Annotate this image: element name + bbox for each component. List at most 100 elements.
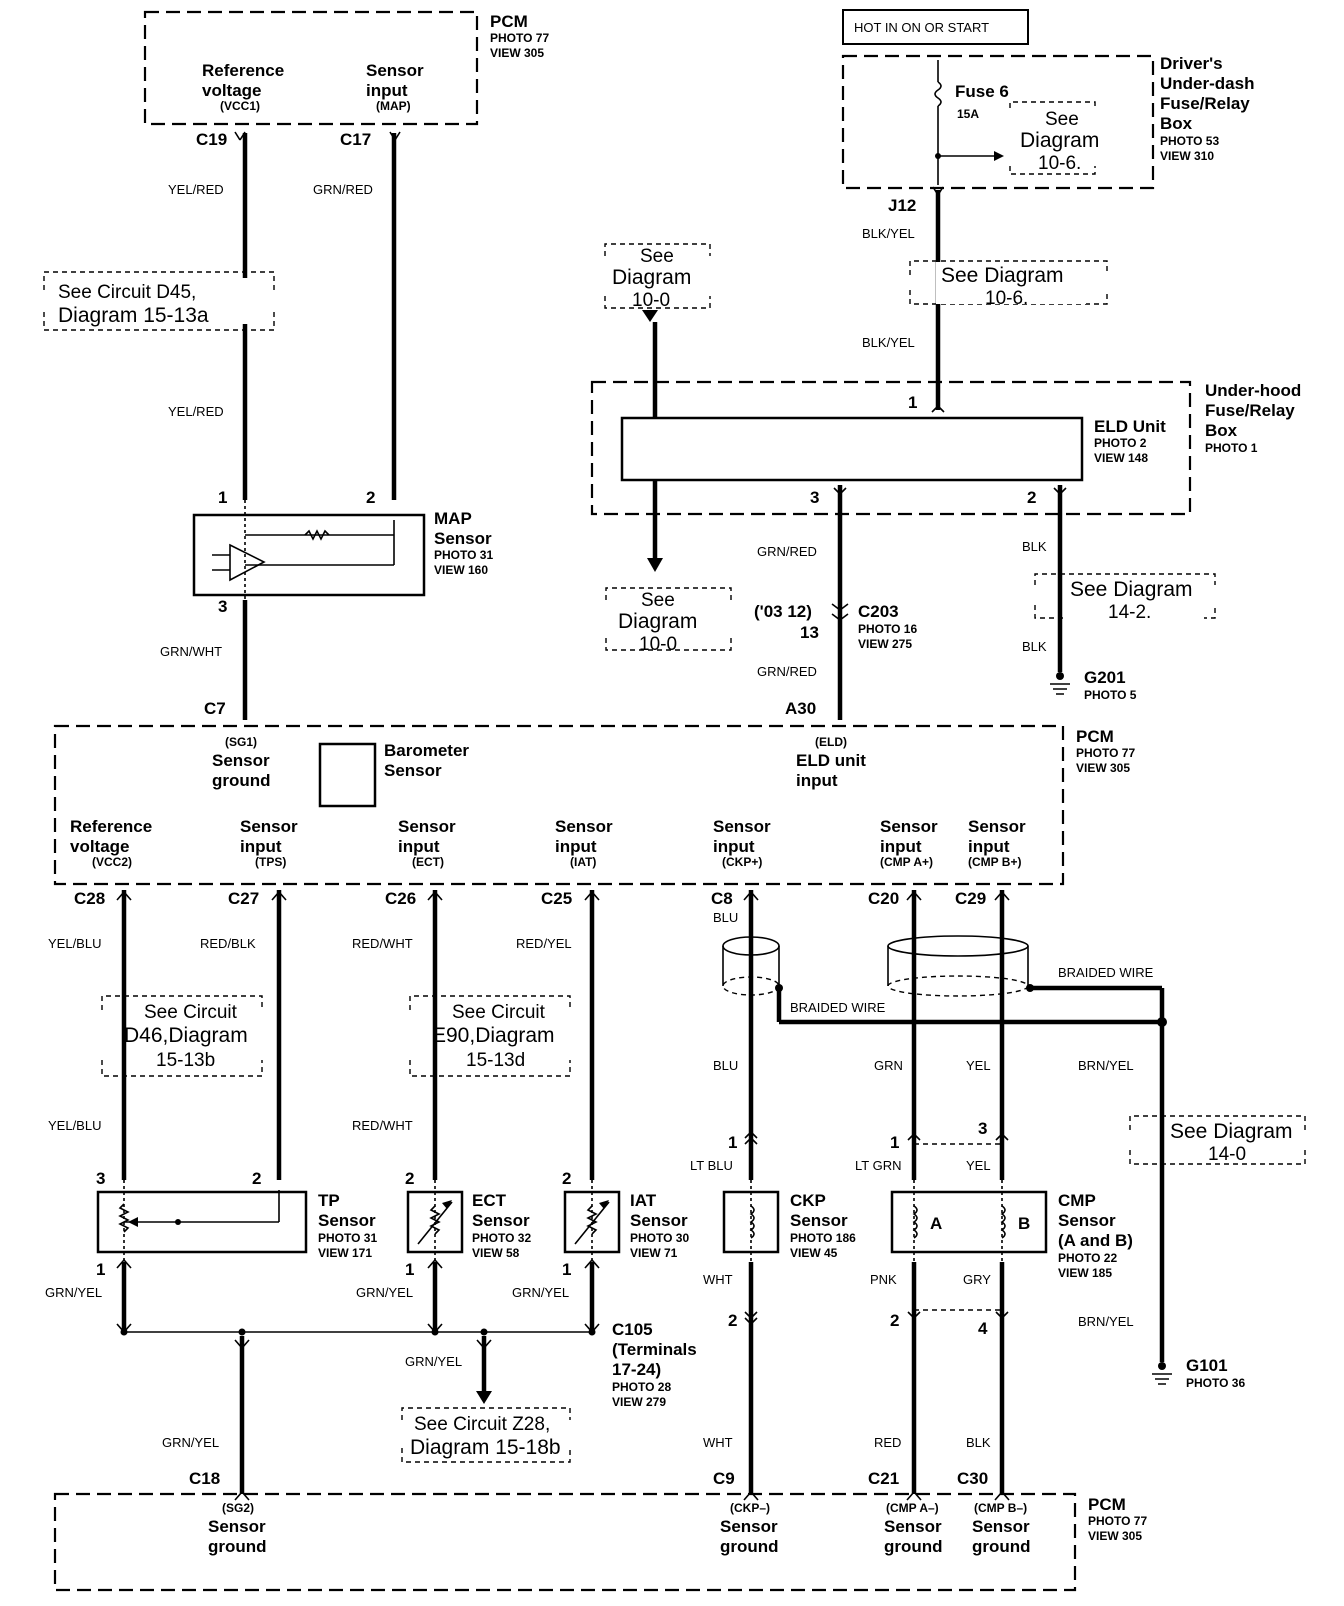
pcm-bot-cmpb-sub: (CMP B–) bbox=[974, 1501, 1027, 1515]
ref-z28-l2: Diagram 15-18b bbox=[410, 1436, 561, 1459]
pcm-bot-cmpa-l1: Sensor bbox=[884, 1517, 942, 1536]
pcm-mid-photo: PHOTO 77 bbox=[1076, 746, 1135, 760]
wire-label-blk-1: BLK bbox=[1022, 539, 1047, 554]
wire-label-red-wht-1: RED/WHT bbox=[352, 936, 413, 951]
conn-c8: C8 bbox=[711, 889, 733, 908]
conn-c18: C18 bbox=[189, 1469, 220, 1488]
fuse-box-l1: Driver's bbox=[1160, 54, 1223, 73]
wire-label-grn-yel-1: GRN/YEL bbox=[45, 1285, 102, 1300]
ckp-view: VIEW 45 bbox=[790, 1246, 838, 1260]
ref-10-0-top-l2: Diagram bbox=[612, 266, 691, 289]
map-photo: PHOTO 31 bbox=[434, 548, 493, 562]
pcm-bot-ckp-l2: ground bbox=[720, 1537, 779, 1556]
cmp-pin1: 1 bbox=[890, 1133, 899, 1152]
wire-label-grn-yel-5: GRN/YEL bbox=[162, 1435, 219, 1450]
wire-label-blk-yel-1: BLK/YEL bbox=[862, 226, 915, 241]
g201-name: G201 bbox=[1084, 668, 1126, 687]
fuse-icon bbox=[934, 81, 942, 107]
eld-pin3: 3 bbox=[810, 488, 819, 507]
pcm-bot-cmpb-l2: ground bbox=[972, 1537, 1031, 1556]
conn-j12: J12 bbox=[888, 196, 916, 215]
ground-g101: G101 PHOTO 36 bbox=[1152, 1356, 1245, 1390]
pcm-mid-eld-l1: ELD unit bbox=[796, 751, 866, 770]
wire-label-blk-3: BLK bbox=[966, 1435, 991, 1450]
hot-label-box: HOT IN ON OR START bbox=[842, 9, 1029, 45]
iat-l1: IAT bbox=[630, 1191, 657, 1210]
iat-photo: PHOTO 30 bbox=[630, 1231, 689, 1245]
ref-10-6: See Diagram 10-6. bbox=[909, 260, 1108, 309]
c203-view: VIEW 275 bbox=[858, 637, 912, 651]
pcm-mid-ckp-l2: input bbox=[713, 837, 755, 856]
ref-d45: See Circuit D45, Diagram 15-13a bbox=[43, 271, 275, 331]
conn-c21: C21 bbox=[868, 1469, 899, 1488]
iat-view: VIEW 71 bbox=[630, 1246, 678, 1260]
pcm-mid-connector: PCM PHOTO 77 VIEW 305 (SG1) Sensor groun… bbox=[53, 724, 1135, 886]
pcm-mid-sg1-l2: ground bbox=[212, 771, 271, 790]
iat-pin1: 1 bbox=[562, 1260, 571, 1279]
c203-photo: PHOTO 16 bbox=[858, 622, 917, 636]
ect-view: VIEW 58 bbox=[472, 1246, 520, 1260]
pcm-mid-ect-sub: (ECT) bbox=[412, 855, 444, 869]
conn-c20: C20 bbox=[868, 889, 899, 908]
pcm-mid-name: PCM bbox=[1076, 727, 1114, 746]
ground-icon bbox=[1050, 683, 1070, 695]
wire-label-brn-yel-1: BRN/YEL bbox=[1078, 1058, 1134, 1073]
tp-pin3: 3 bbox=[96, 1169, 105, 1188]
fuse-box: Driver's Under-dash Fuse/Relay Box PHOTO… bbox=[841, 54, 1254, 190]
wire-label-wht-1: WHT bbox=[703, 1272, 733, 1287]
ref-14-0-l1: See Diagram bbox=[1170, 1120, 1293, 1143]
pcm-mid-cmpa-sub: (CMP A+) bbox=[880, 855, 933, 869]
pcm-mid-cmpb-l2: input bbox=[968, 837, 1010, 856]
ref-e90-l3: 15-13d bbox=[466, 1050, 525, 1071]
pcm-mid-eld-sub: (ELD) bbox=[815, 735, 847, 749]
map-pin2: 2 bbox=[366, 488, 375, 507]
pcm-bottom-connector: PCM PHOTO 77 VIEW 305 (SG2) Sensor groun… bbox=[53, 1492, 1147, 1592]
pcm-top-sen-l2: input bbox=[366, 81, 408, 100]
under-hood-fuse-box: Under-hood Fuse/Relay Box PHOTO 1 ELD Un… bbox=[590, 380, 1301, 516]
ground-icon-2 bbox=[1152, 1373, 1172, 1385]
wire-label-red-wht-2: RED/WHT bbox=[352, 1118, 413, 1133]
c203-connector: ('03 12) 13 C203 PHOTO 16 VIEW 275 bbox=[754, 602, 917, 651]
ref-10-0-low-l1: See bbox=[641, 590, 675, 611]
ckp-pin1: 1 bbox=[728, 1133, 737, 1152]
ref-z28: See Circuit Z28, Diagram 15-18b bbox=[401, 1407, 571, 1463]
ckp-pin2: 2 bbox=[728, 1311, 737, 1330]
ref-10-0-top: See Diagram 10-0 bbox=[604, 243, 711, 311]
c203-name: C203 bbox=[858, 602, 899, 621]
pcm-mid-tps-sub: (TPS) bbox=[255, 855, 286, 869]
ref-e90: See Circuit E90,Diagram 15-13d bbox=[409, 995, 571, 1077]
c105-l3: 17-24) bbox=[612, 1360, 661, 1379]
ref-10-6-l1: See Diagram bbox=[941, 264, 1064, 287]
ref-d45-l1: See Circuit D45, bbox=[58, 282, 196, 303]
conn-c7: C7 bbox=[204, 699, 226, 718]
wire-label-grn-red-3: GRN/RED bbox=[757, 664, 817, 679]
fuse-box-l4: Box bbox=[1160, 114, 1193, 133]
pcm-bot-sg2-sub: (SG2) bbox=[222, 1501, 254, 1515]
ref-10-0-top-l1: See bbox=[640, 246, 674, 267]
wire-label-red-yel: RED/YEL bbox=[516, 936, 572, 951]
uh-box-photo: PHOTO 1 bbox=[1205, 441, 1258, 455]
c203-pin: 13 bbox=[800, 623, 819, 642]
wire-label-yel-2: YEL bbox=[966, 1158, 991, 1173]
pcm-mid-ect-l1: Sensor bbox=[398, 817, 456, 836]
wire-label-red-blk: RED/BLK bbox=[200, 936, 256, 951]
pcm-mid-ckp-l1: Sensor bbox=[713, 817, 771, 836]
wire-label-yel-red-2: YEL/RED bbox=[168, 404, 224, 419]
eld-pin1: 1 bbox=[908, 393, 917, 412]
cmp-pin2: 2 bbox=[890, 1311, 899, 1330]
c105-junction: C105 (Terminals 17-24) PHOTO 28 VIEW 279 bbox=[612, 1320, 697, 1409]
wire-label-grn-yel-3: GRN/YEL bbox=[512, 1285, 569, 1300]
fuse-see-l1: See bbox=[1045, 109, 1079, 130]
ref-14-0: See Diagram 14-0 bbox=[1129, 1115, 1306, 1165]
cmp-pin3: 3 bbox=[978, 1119, 987, 1138]
pcm-bot-photo: PHOTO 77 bbox=[1088, 1514, 1147, 1528]
conn-c26: C26 bbox=[385, 889, 416, 908]
pcm-bot-sg2-l1: Sensor bbox=[208, 1517, 266, 1536]
g201-photo: PHOTO 5 bbox=[1084, 688, 1137, 702]
pcm-mid-cmpa-l1: Sensor bbox=[880, 817, 938, 836]
map-pin1: 1 bbox=[218, 488, 227, 507]
eld-photo: PHOTO 2 bbox=[1094, 436, 1147, 450]
pcm-top-ref-l1: Reference bbox=[202, 61, 284, 80]
pcm-mid-ckp-sub: (CKP+) bbox=[722, 855, 762, 869]
ect-l1: ECT bbox=[472, 1191, 507, 1210]
